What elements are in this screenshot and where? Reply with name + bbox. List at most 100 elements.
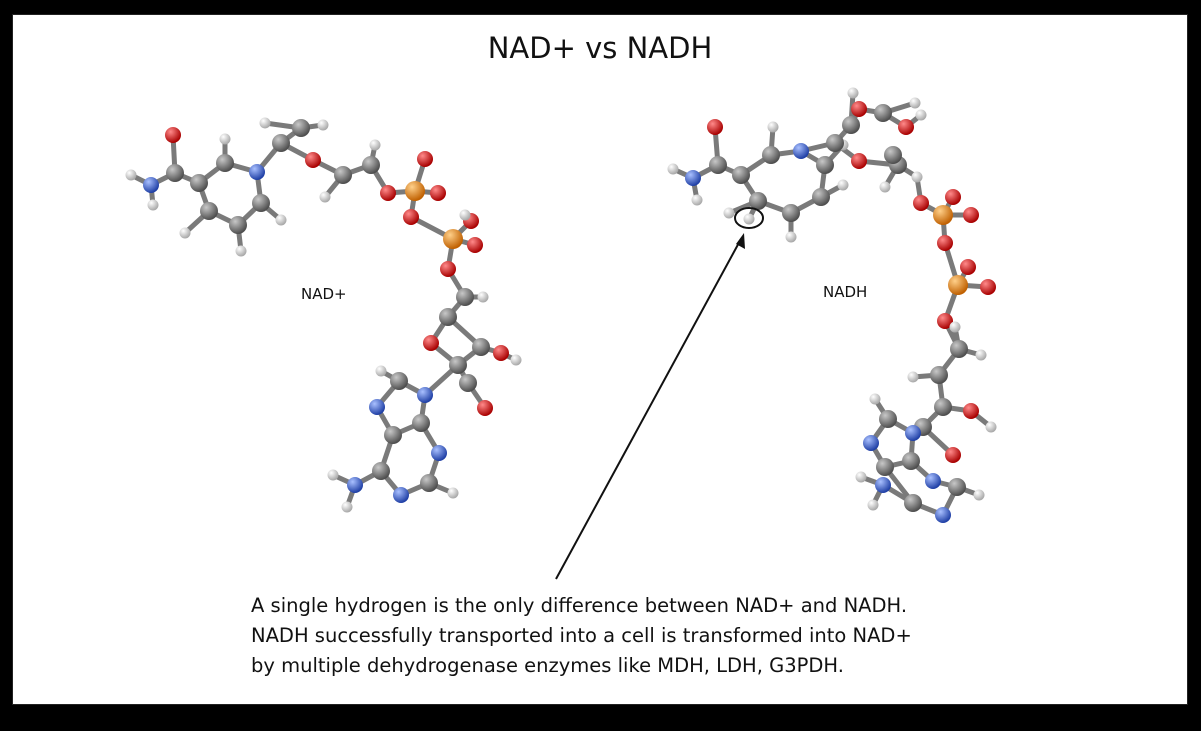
nadh-carbon-atom <box>842 116 860 134</box>
nadh-nitrogen-atom <box>875 477 891 493</box>
nad-phosphorus-atom <box>405 181 425 201</box>
nad-oxygen-atom <box>165 127 181 143</box>
nadh-carbon-atom <box>709 156 727 174</box>
nadh-phosphorus-atom <box>933 205 953 225</box>
nad-hydrogen-atom <box>179 227 191 239</box>
nad-hydrogen-atom <box>125 169 137 181</box>
nadh-carbon-atom <box>782 204 800 222</box>
nad-hydrogen-atom <box>477 291 489 303</box>
nad-carbon-atom <box>420 474 438 492</box>
nadh-phosphorus-atom <box>948 275 968 295</box>
nad-carbon-atom <box>472 338 490 356</box>
nadh-hydrogen-atom <box>847 87 859 99</box>
nadh-oxygen-atom <box>851 101 867 117</box>
nadh-hydrogen-atom <box>975 349 987 361</box>
nadh-hydrogen-atom <box>869 393 881 405</box>
nadh-nitrogen-atom <box>925 473 941 489</box>
nad-hydrogen-atom <box>275 214 287 226</box>
nadh-carbon-atom <box>749 192 767 210</box>
nadh-nitrogen-atom <box>793 143 809 159</box>
nadh-oxygen-atom <box>980 279 996 295</box>
nad-carbon-atom <box>449 356 467 374</box>
nad-oxygen-atom <box>467 237 483 253</box>
nad-carbon-atom <box>292 119 310 137</box>
nad-hydrogen-atom <box>327 469 339 481</box>
nadh-hydrogen-atom <box>855 471 867 483</box>
nad-oxygen-atom <box>305 152 321 168</box>
nadh-hydrogen-atom <box>743 213 755 225</box>
nadh-carbon-atom <box>762 146 780 164</box>
nadh-carbon-atom <box>876 458 894 476</box>
nadh-carbon-atom <box>930 366 948 384</box>
nad-carbon-atom <box>200 202 218 220</box>
nadh-oxygen-atom <box>707 119 723 135</box>
nadh-carbon-atom <box>950 340 968 358</box>
nadh-carbon-atom <box>874 104 892 122</box>
nad-carbon-atom <box>272 134 290 152</box>
nad-nitrogen-atom <box>431 445 447 461</box>
nad-carbon-atom <box>166 164 184 182</box>
nad-carbon-atom <box>390 372 408 390</box>
nadh-carbon-atom <box>934 398 952 416</box>
nad-hydrogen-atom <box>235 245 247 257</box>
nad-hydrogen-atom <box>319 191 331 203</box>
nadh-hydrogen-atom <box>911 171 923 183</box>
nad-hydrogen-atom <box>147 199 159 211</box>
nadh-hydrogen-atom <box>723 207 735 219</box>
nadh-hydrogen-atom <box>867 499 879 511</box>
nad-oxygen-atom <box>403 209 419 225</box>
nad-nitrogen-atom <box>393 487 409 503</box>
nadh-hydrogen-atom <box>879 181 891 193</box>
nad-hydrogen-atom <box>369 139 381 151</box>
annotation-arrow <box>555 238 742 580</box>
nad-oxygen-atom <box>417 151 433 167</box>
nadh-hydrogen-atom <box>985 421 997 433</box>
nad-carbon-atom <box>229 216 247 234</box>
nadh-hydrogen-atom <box>909 97 921 109</box>
nad-oxygen-atom <box>477 400 493 416</box>
nadh-carbon-atom <box>948 478 966 496</box>
caption: A single hydrogen is the only difference… <box>251 591 912 681</box>
nad-hydrogen-atom <box>375 365 387 377</box>
nadh-carbon-atom <box>902 452 920 470</box>
nad-hydrogen-atom <box>219 133 231 145</box>
nad-nitrogen-atom <box>417 387 433 403</box>
nad-nitrogen-atom <box>369 399 385 415</box>
nad-carbon-atom <box>412 414 430 432</box>
nadh-hydrogen-atom <box>973 489 985 501</box>
nadh-oxygen-atom <box>851 153 867 169</box>
annotation-arrowhead <box>736 233 745 249</box>
nadh-label: NADH <box>823 283 868 301</box>
nadh-carbon-atom <box>816 156 834 174</box>
nadh-hydrogen-atom <box>837 179 849 191</box>
nadh-oxygen-atom <box>937 235 953 251</box>
caption-line-1: A single hydrogen is the only difference… <box>251 594 908 617</box>
nadh-oxygen-atom <box>913 195 929 211</box>
nad-carbon-atom <box>252 194 270 212</box>
nadh-hydrogen-atom <box>691 194 703 206</box>
nadh-carbon-atom <box>904 494 922 512</box>
nad-nitrogen-atom <box>347 477 363 493</box>
nadh-hydrogen-atom <box>767 121 779 133</box>
nad-carbon-atom <box>384 426 402 444</box>
nadh-oxygen-atom <box>945 189 961 205</box>
highlight-circle <box>734 207 764 229</box>
nadh-oxygen-atom <box>945 447 961 463</box>
nadh-nitrogen-atom <box>935 507 951 523</box>
nadh-oxygen-atom <box>963 403 979 419</box>
nadh-hydrogen-atom <box>667 163 679 175</box>
figure-frame: NAD+ vs NADH NAD+ NADH A single hydrogen… <box>12 14 1188 705</box>
nadh-hydrogen-atom <box>949 321 961 333</box>
figure-title: NAD+ vs NADH <box>487 31 713 65</box>
nad-hydrogen-atom <box>259 117 271 129</box>
caption-line-2: NADH successfully transported into a cel… <box>251 624 912 647</box>
nad-nitrogen-atom <box>249 164 265 180</box>
nad-oxygen-atom <box>430 185 446 201</box>
nadh-oxygen-atom <box>898 119 914 135</box>
nad-oxygen-atom <box>493 345 509 361</box>
nad-label: NAD+ <box>301 285 347 303</box>
nad-carbon-atom <box>190 174 208 192</box>
nadh-oxygen-atom <box>963 207 979 223</box>
nadh-hydrogen-atom <box>907 371 919 383</box>
nad-oxygen-atom <box>423 335 439 351</box>
